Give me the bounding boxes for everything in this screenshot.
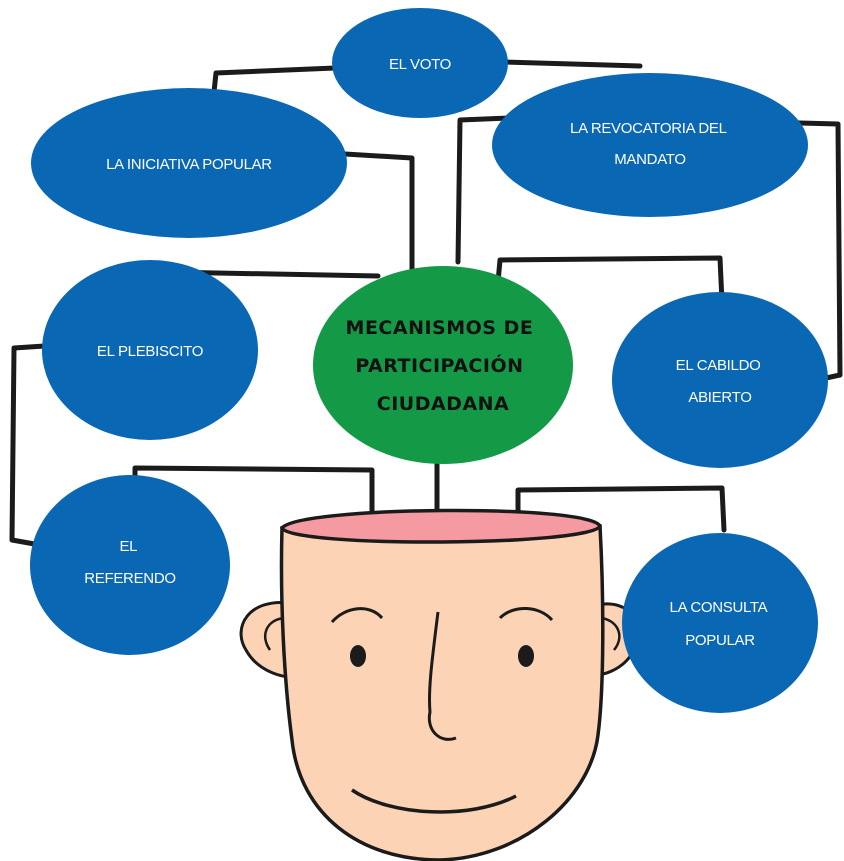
connector-voto-right (502, 59, 643, 69)
nose (427, 611, 457, 741)
connector-cabildo (495, 255, 725, 305)
connector-voto (211, 65, 338, 95)
node-el-cabildo-abierto: EL CABILDO ABIERTO (612, 292, 828, 468)
head-opening (279, 508, 602, 544)
node-label: EL VOTO (389, 56, 451, 73)
node-shape (31, 88, 347, 238)
node-la-consulta-popular: LA CONSULTA POPULAR (622, 533, 818, 713)
node-label: LA INICIATIVA POPULAR (106, 156, 272, 173)
left-ear-inner (264, 616, 285, 651)
node-el-plebiscito: EL PLEBISCITO (42, 260, 258, 440)
mouth (351, 788, 517, 814)
left-eye (350, 645, 366, 667)
node-shape (622, 533, 818, 713)
connector-iniciativa (342, 151, 415, 278)
node-la-revocatoria-del-mandato: LA REVOCATORIA DEL MANDATO (492, 73, 808, 217)
node-shape (332, 8, 508, 118)
right-ear-inner (601, 616, 621, 651)
node-central-mecanismos: MECANISMOS DE PARTICIPACIÓN CIUDADANA (313, 266, 573, 464)
left-eyebrow (330, 607, 384, 624)
node-label: EL CABILDO ABIERTO (676, 357, 765, 406)
face (279, 524, 605, 861)
node-label: EL PLEBISCITO (97, 343, 203, 360)
connector-referendo (9, 342, 63, 548)
node-label: LA REVOCATORIA DEL MANDATO (570, 120, 730, 168)
node-label: EL REFERENDO (84, 538, 175, 587)
head-illustration (239, 508, 640, 861)
node-shape (42, 260, 258, 440)
central-shape (313, 266, 573, 464)
right-eye (518, 645, 534, 667)
node-el-voto: EL VOTO (332, 8, 508, 118)
node-shape (492, 73, 808, 217)
node-shape (30, 475, 230, 655)
node-el-referendo: EL REFERENDO (30, 475, 230, 655)
node-label: LA CONSULTA POPULAR (670, 599, 771, 649)
node-shape (612, 292, 828, 468)
right-eyebrow (498, 606, 554, 622)
node-la-iniciativa-popular: LA INICIATIVA POPULAR (31, 88, 347, 238)
central-label: MECANISMOS DE PARTICIPACIÓN CIUDADANA (346, 317, 541, 415)
connector-revocatoria (455, 115, 513, 265)
